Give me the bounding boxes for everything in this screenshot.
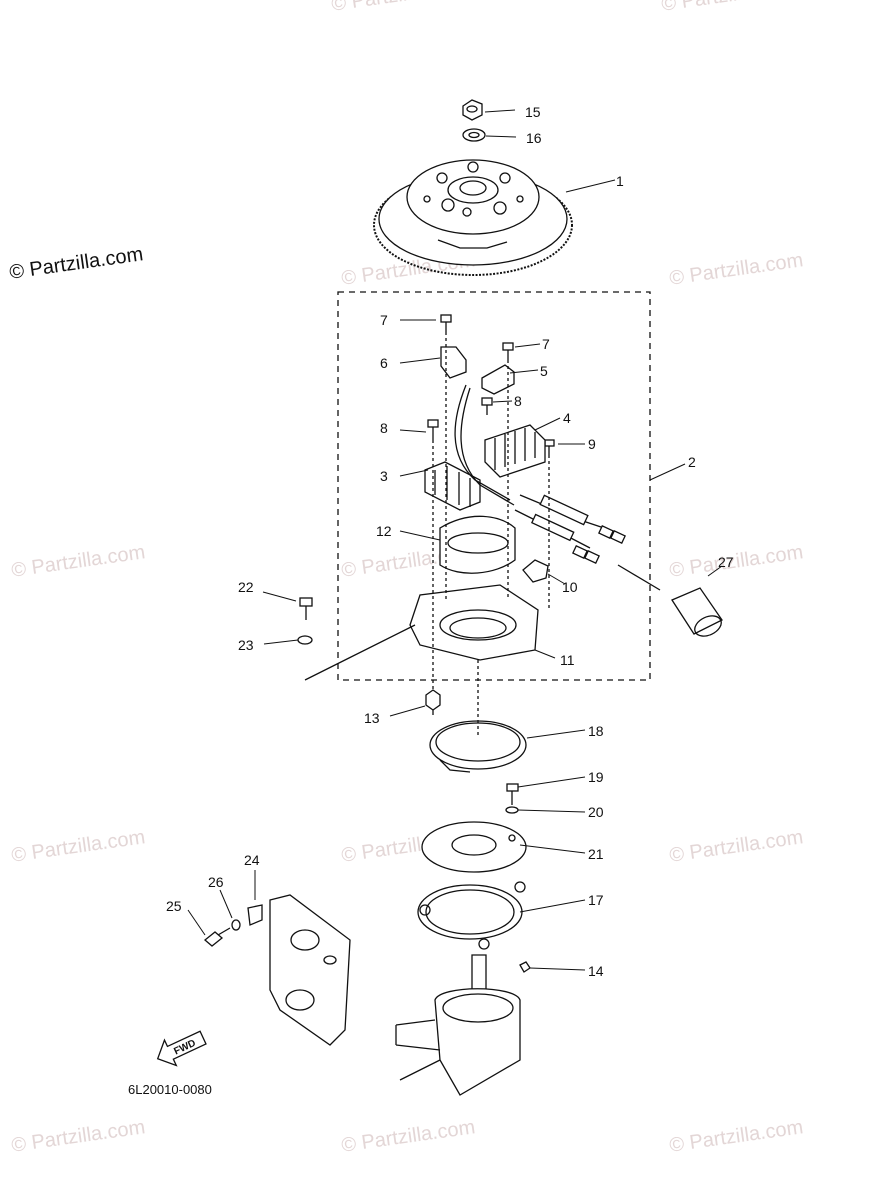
callout-label: 2 [688, 454, 696, 470]
flywheel-part [373, 159, 573, 276]
pulser-coil-part [439, 515, 516, 574]
screw-part [481, 397, 493, 415]
bolt-part [299, 597, 313, 620]
callouts: 15 16 1 7 7 6 5 8 8 4 9 3 2 12 10 27 22 … [166, 104, 734, 979]
cap-part [671, 587, 723, 637]
callout-label: 13 [364, 710, 380, 726]
ring-part [429, 720, 527, 773]
callout-label: 16 [526, 130, 542, 146]
callout-label: 19 [588, 769, 604, 785]
fwd-arrow-icon: FWD [156, 1030, 207, 1067]
clamp-part [481, 364, 515, 395]
callout-label: 7 [380, 312, 388, 328]
gasket-part [417, 881, 526, 950]
callout-label: 17 [588, 892, 604, 908]
callout-label: 10 [562, 579, 578, 595]
coil-part [484, 424, 546, 478]
screw-part [203, 927, 231, 947]
callout-label: 1 [616, 173, 624, 189]
callout-label: 23 [238, 637, 254, 653]
coil-part [424, 461, 481, 511]
callout-label: 11 [560, 652, 575, 668]
diagram-code: 6L20010-0080 [128, 1082, 212, 1097]
callout-label: 9 [588, 436, 596, 452]
bolt-part [425, 689, 441, 715]
nut-part [462, 99, 483, 121]
stator-base-part [409, 584, 539, 661]
callout-label: 4 [563, 410, 571, 426]
callout-label: 20 [588, 804, 604, 820]
callout-label: 18 [588, 723, 604, 739]
callout-label: 6 [380, 355, 388, 371]
screw-part [427, 419, 439, 440]
plate-part [421, 821, 527, 873]
callout-label: 12 [376, 523, 392, 539]
screw-part [544, 439, 555, 455]
callout-label: 14 [588, 963, 604, 979]
washer-part [297, 635, 313, 645]
screw-part [502, 342, 514, 360]
callout-label: 5 [540, 363, 548, 379]
clamp-part [440, 346, 467, 379]
bracket-part [247, 904, 263, 926]
callout-label: 15 [525, 104, 541, 120]
bolt-part [506, 783, 519, 805]
callout-label: 24 [244, 852, 260, 868]
leader-lines [187, 109, 723, 971]
crankcase-part [395, 954, 521, 1096]
callout-label: 26 [208, 874, 224, 890]
callout-label: 7 [542, 336, 550, 352]
washer-part [231, 919, 241, 931]
pin-part [519, 961, 531, 973]
washer-part [505, 806, 519, 814]
callout-label: 22 [238, 579, 254, 595]
callout-label: 8 [514, 393, 522, 409]
callout-label: 25 [166, 898, 182, 914]
fwd-label: FWD [172, 1038, 197, 1058]
washer-part [462, 128, 486, 142]
callout-label: 8 [380, 420, 388, 436]
callout-label: 3 [380, 468, 388, 484]
callout-label: 21 [588, 846, 604, 862]
screw-part [440, 314, 452, 332]
bracket-assembly [269, 894, 351, 1046]
callout-label: 27 [718, 554, 734, 570]
holder-part [522, 559, 549, 583]
